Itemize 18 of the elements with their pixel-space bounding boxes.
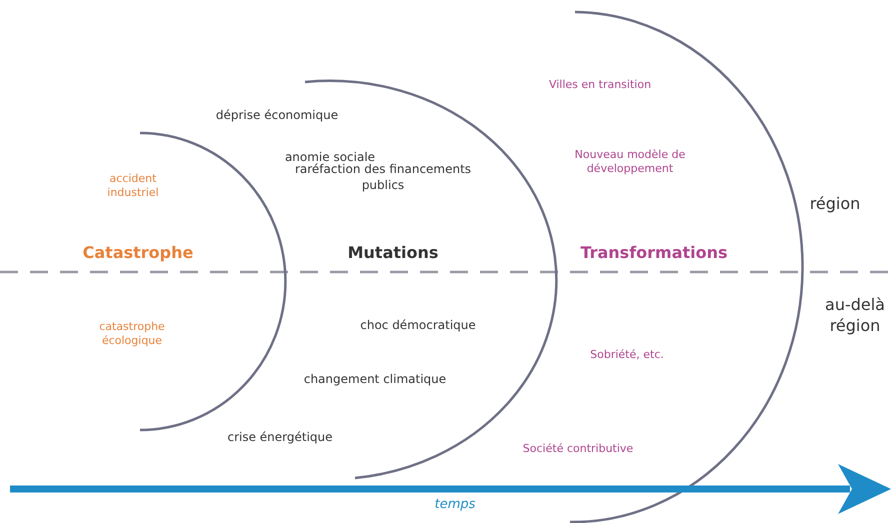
axis-label: au-delà région [824, 295, 886, 337]
note-text: crise énergétique [227, 430, 333, 446]
note-text: anomie sociale [284, 150, 376, 164]
note-text: changement climatique [304, 372, 446, 388]
column-heading: Catastrophe [82, 243, 194, 264]
column-heading: Transformations [580, 243, 728, 264]
note-text: Villes en transition [548, 78, 652, 92]
note-text: accident industriel [106, 172, 160, 201]
axis-label: temps [434, 497, 476, 514]
column-heading: Mutations [348, 243, 438, 264]
axis-label: région [810, 194, 860, 215]
note-text: Société contributive [522, 442, 634, 456]
note-text: Nouveau modèle de développement [574, 148, 686, 177]
note-text: déprise économique [216, 108, 338, 124]
note-text: raréfaction des financements publics [294, 162, 472, 194]
note-text: catastrophe écologique [98, 320, 166, 349]
note-text: Sobriété, etc. [590, 348, 664, 362]
note-text: choc démocratique [360, 318, 476, 334]
